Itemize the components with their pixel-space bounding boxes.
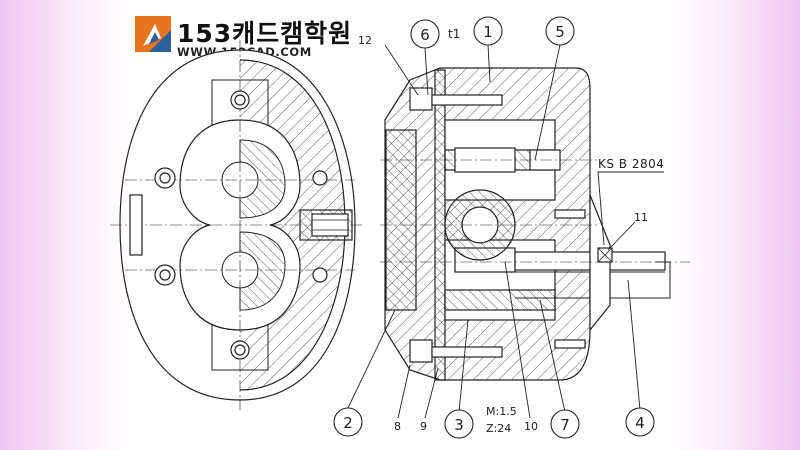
balloon-2: 2 — [333, 407, 363, 437]
balloon-6: 6 — [410, 19, 440, 49]
balloon-1: 1 — [473, 16, 503, 46]
balloon-5: 5 — [545, 16, 575, 46]
section-view — [380, 67, 690, 381]
balloon-4: 4 — [625, 407, 655, 437]
standard-label: KS B 2804 — [598, 157, 664, 171]
logo-mark-icon — [135, 16, 171, 52]
leader-number-10: 10 — [524, 420, 538, 433]
thickness-label: t1 — [448, 27, 460, 41]
svg-text:6: 6 — [420, 26, 430, 44]
leader-number-9: 9 — [420, 420, 427, 433]
svg-text:7: 7 — [560, 416, 570, 434]
leader-number-11: 11 — [634, 211, 648, 224]
leader-number-8: 8 — [394, 420, 401, 433]
gear-module-label: M:1.5 — [486, 405, 517, 418]
end-view — [110, 40, 365, 410]
svg-text:5: 5 — [555, 23, 565, 41]
leader-number-12: 12 — [358, 34, 372, 47]
bolt-holes — [154, 90, 328, 360]
svg-text:4: 4 — [635, 414, 645, 432]
balloon-3: 3 — [444, 409, 474, 439]
svg-text:2: 2 — [343, 414, 353, 432]
svg-text:1: 1 — [483, 23, 493, 41]
logo-title: 153캐드캠학원 — [177, 19, 353, 48]
balloon-7: 7 — [550, 409, 580, 439]
svg-text:3: 3 — [454, 416, 464, 434]
gear-teeth-label: Z:24 — [486, 422, 511, 435]
leader-lines — [347, 44, 664, 419]
